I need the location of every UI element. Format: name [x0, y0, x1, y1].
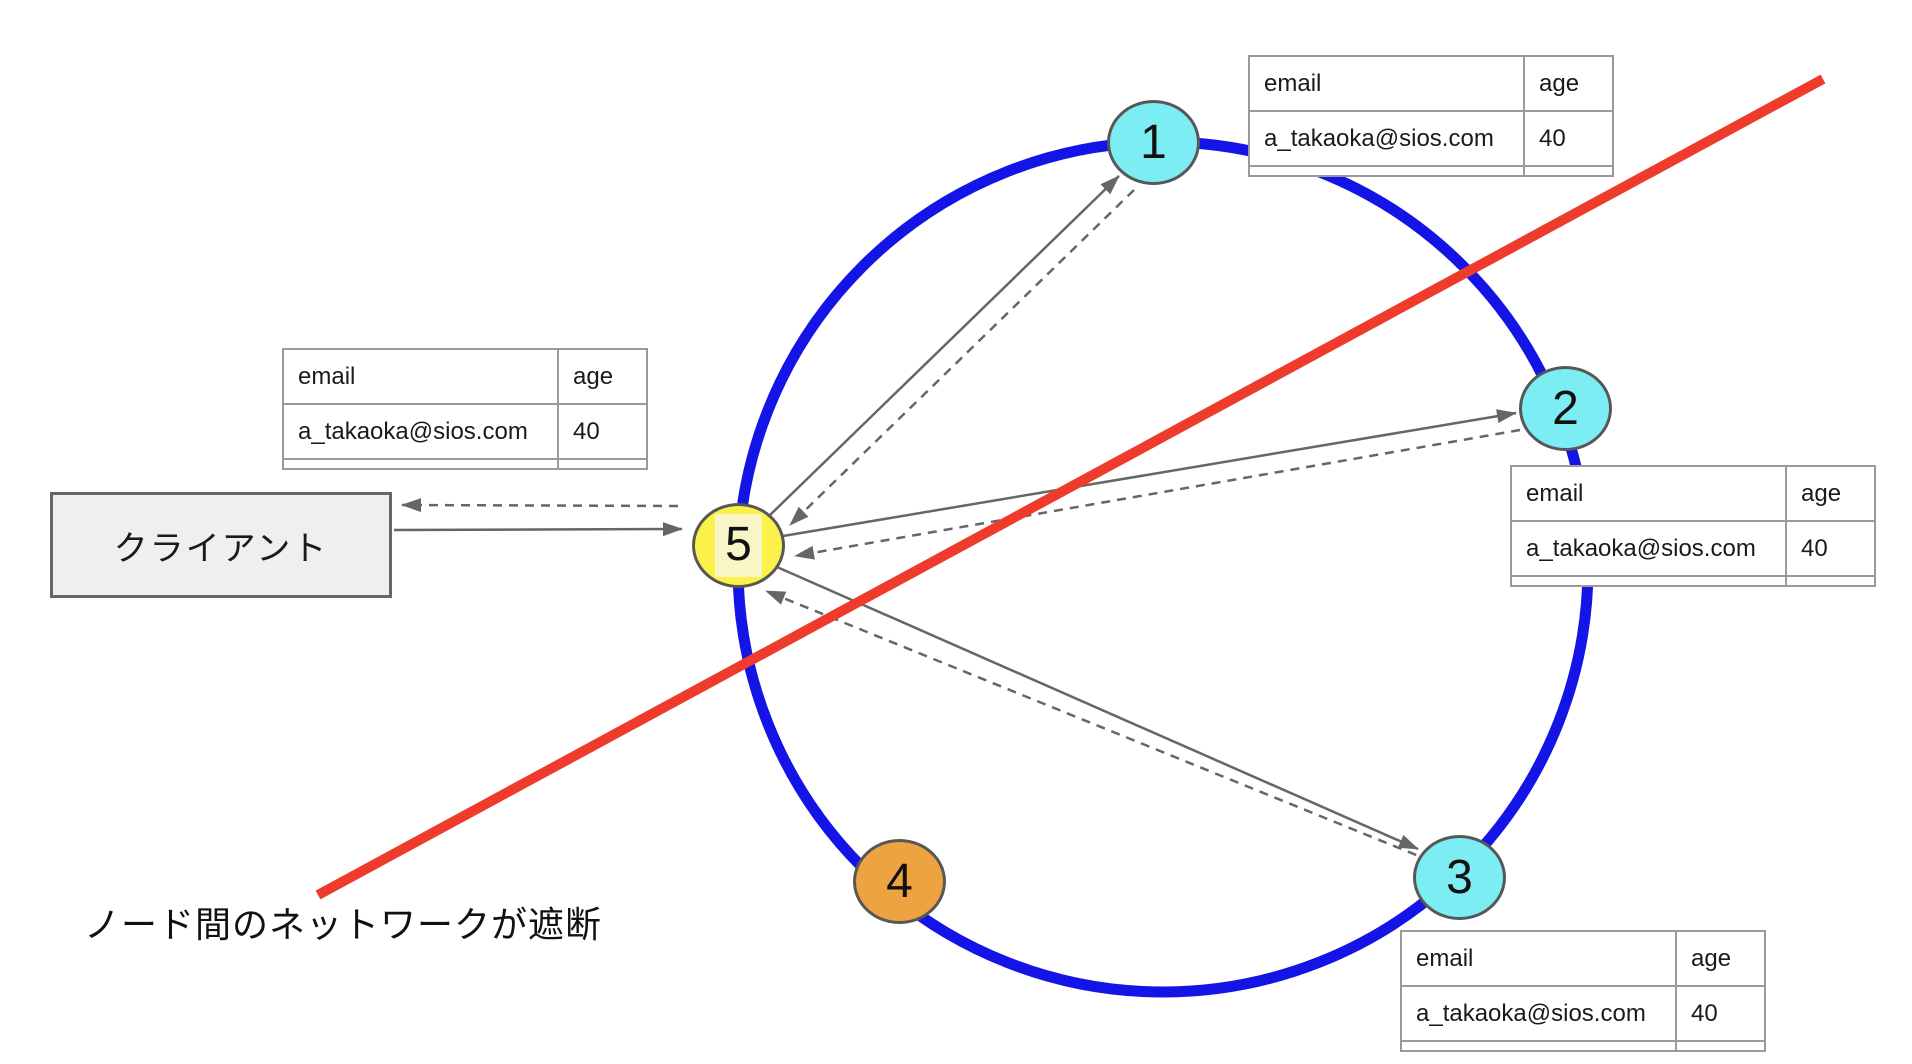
node-4: 4: [853, 839, 946, 924]
data-table-node1: email age a_takaoka@sios.com 40: [1248, 55, 1614, 177]
node-4-label: 4: [886, 855, 913, 908]
table-header-row: email age: [1250, 57, 1612, 112]
email-cell: a_takaoka@sios.com: [1402, 987, 1677, 1042]
node5-to-node3-arrow: [776, 565, 1419, 851]
clipped-row: [284, 460, 646, 468]
clipped-row: [1512, 577, 1874, 585]
table-header-row: email age: [1402, 932, 1764, 987]
client-box: クライアント: [50, 492, 392, 598]
node-1: 1: [1107, 100, 1200, 185]
node-3-label: 3: [1446, 851, 1473, 904]
node1-to-node5-arrow: [789, 189, 1135, 526]
node5-to-node2-arrow: [782, 409, 1517, 538]
clipped-row: [1250, 167, 1612, 175]
node-5: 5: [692, 503, 785, 588]
table-data-row: a_takaoka@sios.com 40: [1250, 112, 1612, 167]
data-table-node2: email age a_takaoka@sios.com 40: [1510, 465, 1876, 587]
client-request-arrow: [393, 522, 683, 537]
network-cut-caption: ノード間のネットワークが遮断: [84, 904, 603, 945]
node5-to-node1-arrow: [769, 175, 1120, 516]
email-column-header: email: [284, 350, 559, 405]
client-label: クライアント: [113, 529, 329, 568]
client-response-arrow: [401, 498, 679, 513]
clipped-row: [1402, 1042, 1764, 1050]
table-header-row: email age: [284, 350, 646, 405]
table-data-row: a_takaoka@sios.com 40: [1402, 987, 1764, 1042]
email-column-header: email: [1402, 932, 1677, 987]
age-cell: 40: [1677, 987, 1764, 1042]
age-cell: 40: [1525, 112, 1612, 167]
table-data-row: a_takaoka@sios.com 40: [284, 405, 646, 460]
node-2-label: 2: [1552, 382, 1579, 435]
email-column-header: email: [1512, 467, 1787, 522]
email-cell: a_takaoka@sios.com: [1250, 112, 1525, 167]
age-column-header: age: [1525, 57, 1612, 112]
node-1-label: 1: [1140, 116, 1167, 169]
age-cell: 40: [1787, 522, 1874, 577]
age-cell: 40: [559, 405, 646, 460]
data-table-node3: email age a_takaoka@sios.com 40: [1400, 930, 1766, 1052]
age-column-header: age: [1787, 467, 1874, 522]
node-2: 2: [1519, 366, 1612, 451]
table-header-row: email age: [1512, 467, 1874, 522]
node2-to-node5-arrow: [794, 428, 1521, 560]
network-cut-line: [315, 74, 1826, 900]
email-cell: a_takaoka@sios.com: [1512, 522, 1787, 577]
table-data-row: a_takaoka@sios.com 40: [1512, 522, 1874, 577]
email-cell: a_takaoka@sios.com: [284, 405, 559, 460]
age-column-header: age: [559, 350, 646, 405]
node-3: 3: [1413, 835, 1506, 920]
node-5-label: 5: [715, 514, 762, 577]
node3-to-node5-arrow: [765, 589, 1432, 863]
age-column-header: age: [1677, 932, 1764, 987]
data-table-node5: email age a_takaoka@sios.com 40: [282, 348, 648, 470]
email-column-header: email: [1250, 57, 1525, 112]
